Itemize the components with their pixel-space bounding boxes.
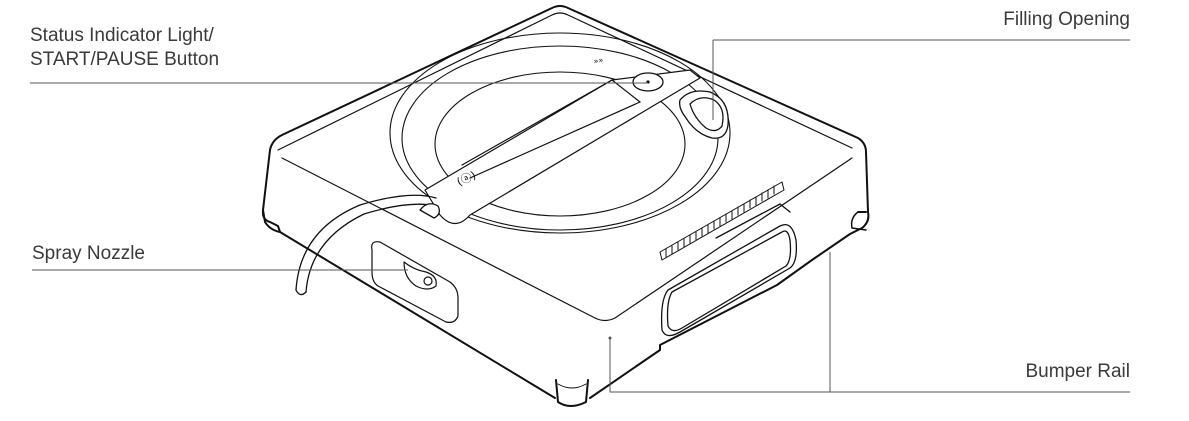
- svg-text:»»: »»: [593, 55, 604, 66]
- vent-grille: [659, 181, 785, 261]
- callout-nozzle-line1: Spray Nozzle: [32, 243, 145, 264]
- robot-left-wall: [261, 149, 556, 399]
- filling-opening-art: [678, 90, 729, 139]
- callout-bumper-line1: Bumper Rail: [1025, 361, 1130, 382]
- callout-bumper-rail: Bumper Rail: [1025, 360, 1130, 384]
- robot-front-foot: [555, 379, 589, 407]
- callout-filling-opening: Filling Opening: [1003, 8, 1130, 32]
- callout-filling-line1: Filling Opening: [1003, 9, 1130, 30]
- callout-status-line1: Status Indicator Light/: [30, 25, 214, 46]
- callout-status-line2: START/PAUSE Button: [30, 49, 220, 70]
- handle-bar: [424, 69, 701, 225]
- leader-filling: [712, 39, 1130, 120]
- start-pause-button-art: »»: [593, 55, 664, 92]
- spray-nozzle-art: [371, 241, 459, 323]
- robot-right-foot: [850, 211, 867, 231]
- leader-bumper: [609, 252, 1130, 393]
- bumper-rail-art: [660, 203, 798, 337]
- leader-lines: [30, 39, 1130, 393]
- callout-status-indicator: Status Indicator Light/ START/PAUSE Butt…: [30, 24, 219, 72]
- robot-right-wall: [589, 151, 870, 399]
- callout-spray-nozzle: Spray Nozzle: [32, 242, 145, 266]
- robot-top-surface: [269, 5, 867, 153]
